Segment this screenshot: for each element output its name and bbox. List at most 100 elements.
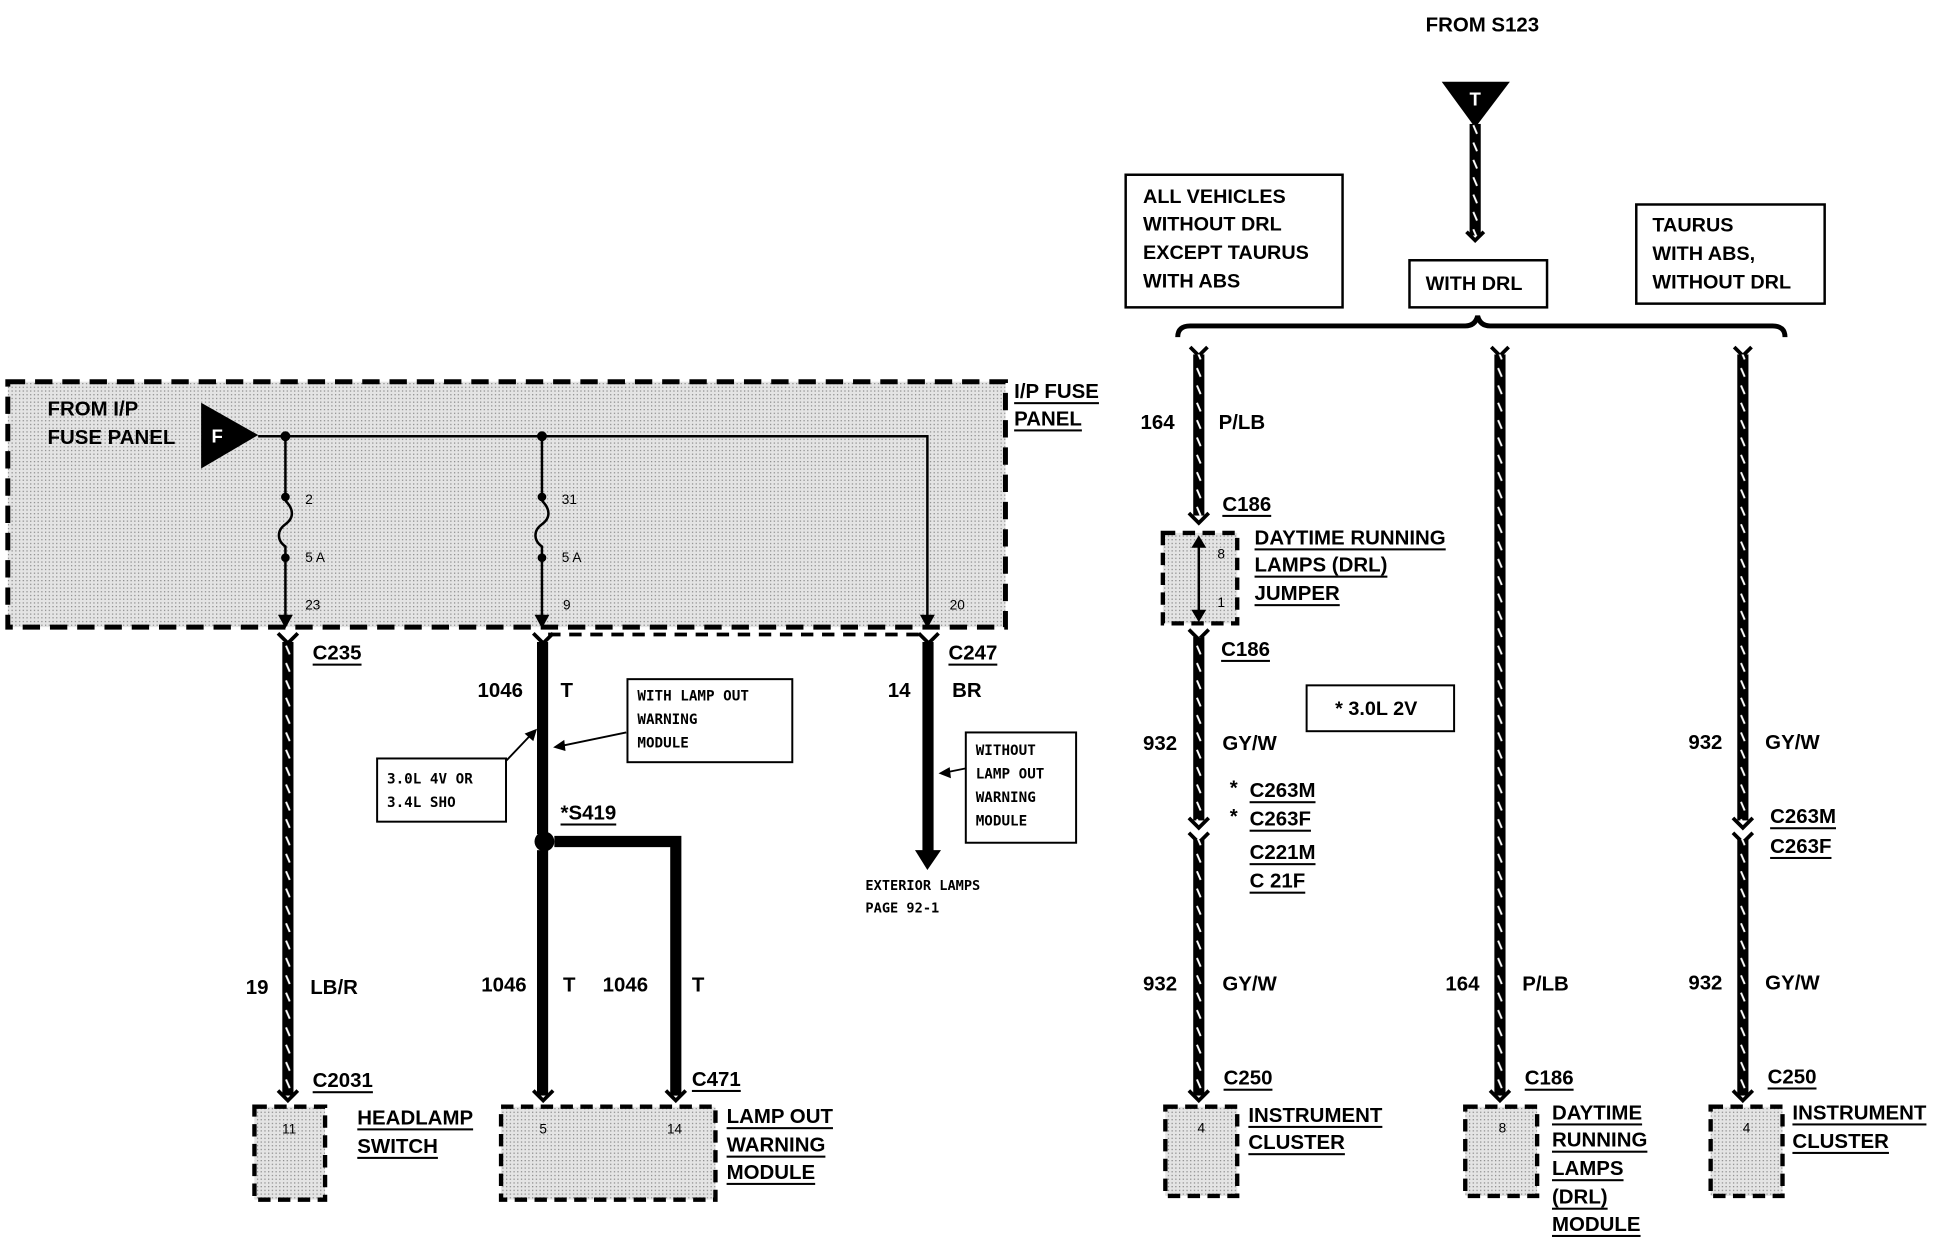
- s123-wire-chevron: [1465, 230, 1486, 244]
- s123-feed-triangle-icon: [1441, 81, 1510, 128]
- drl-module-name: LAMPS: [1552, 1157, 1624, 1180]
- connector-c263f-right: C263F: [1770, 835, 1831, 858]
- connector-c186-top: C186: [1222, 493, 1271, 516]
- wire-19-color: LB/R: [310, 976, 358, 999]
- drl-module-name: DAYTIME: [1552, 1101, 1642, 1124]
- condition-line: WITH ABS: [1143, 270, 1240, 292]
- c247-chevron: [917, 631, 940, 646]
- condition-line: WITH DRL: [1426, 273, 1523, 295]
- wire-932-left-mid-circuit: 932: [1143, 732, 1177, 755]
- condition-line: TAURUS: [1652, 215, 1733, 237]
- wire-932-gyw-right-low: [1737, 839, 1749, 1096]
- connector-c235: C235: [313, 642, 362, 665]
- connector-c263m-right: C263M: [1770, 805, 1836, 828]
- note-line: WARNING: [976, 790, 1036, 806]
- fuse-out-pin: 23: [305, 597, 320, 612]
- note-line: WITHOUT: [976, 743, 1036, 759]
- wire-1046-b-color: T: [692, 974, 705, 997]
- lamp-out-module-name: WARNING: [727, 1134, 826, 1157]
- connector-c2031: C2031: [313, 1069, 373, 1092]
- connector-c221f: C 21F: [1250, 870, 1306, 893]
- exterior-lamps-page: PAGE 92-1: [865, 900, 939, 916]
- wire-1046-upper-circuit: 1046: [478, 679, 523, 702]
- fuse-in-pin: 31: [562, 492, 577, 507]
- fuse-panel-feed-triangle-icon: [201, 402, 259, 469]
- drl-jumper-pin: 1: [1217, 595, 1225, 610]
- condition-box-with-drl: WITH DRL: [1408, 259, 1549, 309]
- connector-c186-mid: C186: [1221, 638, 1270, 661]
- condition-line: ALL VEHICLES: [1143, 186, 1286, 208]
- drl-left-top-chevron: [1188, 345, 1209, 359]
- leader-arrow-icon: [553, 739, 566, 752]
- note-line: WARNING: [637, 712, 697, 728]
- lamp-out-module-connector: [498, 1104, 718, 1202]
- wire-932-left-low-color: GY/W: [1222, 973, 1277, 996]
- condition-line: WITHOUT DRL: [1143, 213, 1282, 235]
- wire-1046-b: [554, 835, 682, 1096]
- drl-jumper-name: JUMPER: [1255, 582, 1340, 605]
- instrument-cluster-connector-left: [1163, 1104, 1240, 1199]
- wire-164-middle-circuit: 164: [1445, 973, 1480, 996]
- wire-164-left-color: P/LB: [1219, 411, 1266, 434]
- drl-jumper-name: LAMPS (DRL): [1255, 554, 1388, 577]
- condition-box-taurus: TAURUS WITH ABS, WITHOUT DRL: [1635, 203, 1826, 305]
- wire-1046-upper: [536, 641, 549, 835]
- wire-19-circuit: 19: [246, 976, 269, 999]
- c250-left-chevron: [1187, 1089, 1211, 1104]
- headlamp-switch-connector: [252, 1104, 328, 1202]
- note-line: WITH LAMP OUT: [637, 689, 749, 705]
- drl-jumper-pin: 8: [1217, 546, 1225, 561]
- connector-c250-left: C250: [1224, 1067, 1273, 1090]
- note-line: MODULE: [976, 814, 1027, 830]
- c186-top-chevron: [1187, 511, 1211, 526]
- wire-932-left-mid-color: GY/W: [1222, 732, 1277, 755]
- c186-bottom-chevron: [1488, 1089, 1512, 1104]
- headlamp-switch-pin: 11: [282, 1122, 296, 1137]
- note-without-lampout: WITHOUT LAMP OUT WARNING MODULE: [938, 731, 1078, 844]
- c235-chevron: [276, 631, 300, 646]
- lamp-out-module-pin: 5: [539, 1122, 547, 1137]
- instrument-cluster-connector-right: [1708, 1104, 1785, 1199]
- taurus-top-chevron: [1732, 345, 1753, 359]
- note-line: MODULE: [637, 736, 688, 752]
- fuse-symbol-icon: [534, 499, 550, 556]
- drl-module-name: (DRL): [1552, 1186, 1608, 1209]
- drl-module-connector: [1463, 1104, 1540, 1199]
- instrument-cluster-pin: 4: [1197, 1120, 1205, 1135]
- jumper-arrow-up-icon: [1191, 535, 1207, 548]
- from-s123-label: FROM S123: [1426, 13, 1540, 36]
- note-line: 3.0L 4V OR: [387, 772, 473, 788]
- star-mark: *: [1230, 777, 1238, 800]
- connector-c247: C247: [948, 642, 997, 665]
- condition-line: EXCEPT TAURUS: [1143, 242, 1309, 264]
- instrument-cluster-name: CLUSTER: [1792, 1130, 1889, 1153]
- fuse-out-pin: 9: [563, 597, 571, 612]
- splice-s419-label: *S419: [561, 801, 617, 824]
- wire-932-right-low-circuit: 932: [1688, 971, 1722, 994]
- drl-jumper-name: DAYTIME RUNNING: [1255, 526, 1446, 549]
- fuse-in-pin: 2: [305, 492, 313, 507]
- wire-164-middle-color: P/LB: [1522, 973, 1569, 996]
- wire-932-right-mid-color: GY/W: [1765, 731, 1820, 754]
- wire-164-left-circuit: 164: [1141, 411, 1176, 434]
- pin-20-arrow-icon: [919, 614, 935, 629]
- wire-14-circuit: 14: [888, 679, 911, 702]
- engine-note-text: * 3.0L 2V: [1335, 698, 1418, 720]
- fuse-31: 31 5 A 9: [534, 436, 582, 629]
- engine-note-box: * 3.0L 2V: [1305, 684, 1456, 733]
- note-engine: 3.0L 4V OR 3.4L SHO: [376, 728, 537, 823]
- star-mark: *: [1230, 805, 1238, 828]
- wire-932-gyw-right-mid: [1737, 354, 1749, 821]
- fuse-panel-outline: [5, 379, 1008, 630]
- fuse-panel-source-label: FROM I/P: [47, 397, 138, 420]
- c1046-top-chevron: [531, 631, 555, 646]
- c250-right-chevron: [1731, 1089, 1755, 1104]
- lamp-out-module-pin: 14: [667, 1122, 683, 1137]
- connector-c471: C471: [692, 1068, 741, 1091]
- direct-pin-label: 20: [950, 597, 966, 612]
- wire-164-plb-left: [1193, 354, 1205, 516]
- drl-module-pin: 8: [1499, 1120, 1507, 1135]
- wire-14-br: [922, 641, 934, 853]
- fuse-symbol-icon: [277, 499, 294, 556]
- fuse-panel-feed-letter: F: [212, 426, 223, 447]
